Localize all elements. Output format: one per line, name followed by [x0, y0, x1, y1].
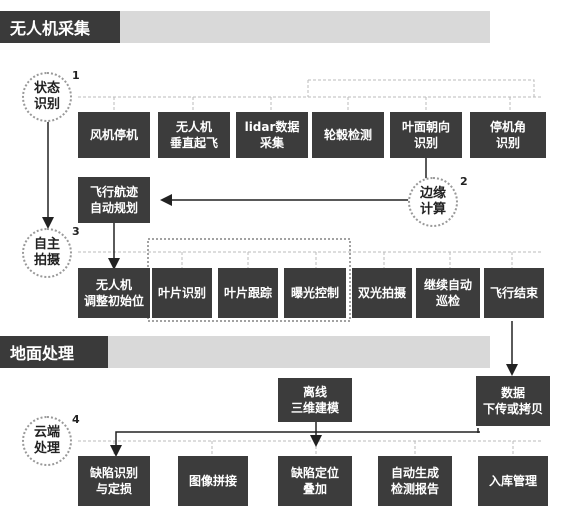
image-stitching-box: 图像拼接: [178, 456, 248, 506]
ground-section-title: 地面处理: [0, 336, 108, 368]
auto-capture-node: 自主 拍摄: [22, 228, 72, 278]
data-download-box: 数据 下传或拷贝: [476, 376, 550, 426]
offline-3d-modeling-box: 离线 三维建模: [278, 378, 352, 422]
flight-path-planning-box: 飞行航迹 自动规划: [78, 177, 150, 223]
blade-tracking-box: 叶片跟踪: [218, 268, 278, 318]
initial-position-box: 无人机 调整初始位: [78, 268, 150, 318]
defect-identification-box: 缺陷识别 与定损: [78, 456, 150, 506]
flight-end-box: 飞行结束: [484, 268, 544, 318]
stop-angle-box: 停机角 识别: [470, 112, 546, 158]
fan-stop-box: 风机停机: [78, 112, 150, 158]
drone-section-title: 无人机采集: [0, 11, 120, 43]
drone-section-banner: 无人机采集: [0, 11, 490, 43]
continue-patrol-box: 继续自动 巡检: [416, 268, 480, 318]
edge-computing-node: 边缘 计算: [408, 177, 458, 227]
ground-section-banner: 地面处理: [0, 336, 490, 368]
blade-identification-box: 叶片识别: [152, 268, 212, 318]
dual-light-capture-box: 双光拍摄: [352, 268, 412, 318]
defect-overlay-box: 缺陷定位 叠加: [278, 456, 352, 506]
state-recognition-node: 状态 识别: [22, 72, 72, 122]
edge-step-number: 2: [460, 175, 468, 188]
cloud-step-number: 4: [72, 413, 80, 426]
drone-vertical-takeoff-box: 无人机 垂直起飞: [158, 112, 230, 158]
cloud-processing-node: 云端 处理: [22, 416, 72, 466]
lidar-collection-box: lidar数据 采集: [236, 112, 308, 158]
storage-management-box: 入库管理: [478, 456, 548, 506]
blade-direction-box: 叶面朝向 识别: [390, 112, 462, 158]
exposure-control-box: 曝光控制: [284, 268, 346, 318]
hub-detection-box: 轮毂检测: [312, 112, 384, 158]
auto-step-number: 3: [72, 225, 80, 238]
auto-report-box: 自动生成 检测报告: [378, 456, 452, 506]
state-step-number: 1: [72, 69, 80, 82]
